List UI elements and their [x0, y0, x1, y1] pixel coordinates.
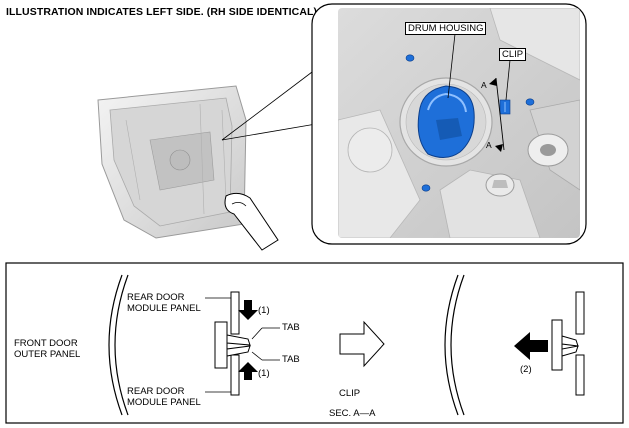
rear-door-module-panel-top-label: REAR DOOR MODULE PANEL [127, 292, 201, 314]
leader-line-top [221, 65, 321, 141]
section-view-frame [5, 262, 624, 424]
section-after [444, 274, 585, 416]
front-door-outer-panel-label: FRONT DOOR OUTER PANEL [14, 338, 81, 360]
drum-housing-label: DRUM HOUSING [405, 22, 487, 35]
clip-label-top: CLIP [499, 48, 527, 61]
tab-lower-label: TAB [282, 354, 300, 365]
illustration-title: ILLUSTRATION INDICATES LEFT SIDE. (RH SI… [6, 6, 318, 18]
step-1-upper-label: (1) [258, 305, 270, 316]
section-mark-a-bottom: A [486, 140, 492, 150]
step-2-label: (2) [520, 364, 532, 375]
zoom-detail-view [311, 3, 587, 245]
tab-upper-label: TAB [282, 322, 300, 333]
section-before [108, 274, 280, 416]
rear-door-module-panel-bottom-label: REAR DOOR MODULE PANEL [127, 386, 201, 408]
section-mark-a-top: A [481, 80, 487, 90]
door-thumbnail [97, 85, 279, 251]
clip-label-section: CLIP [339, 388, 361, 399]
section-a-a-label: SEC. A—A [329, 408, 376, 419]
step-1-lower-label: (1) [258, 368, 270, 379]
leader-line-bottom [221, 123, 317, 141]
transition-arrow-icon [339, 320, 385, 368]
